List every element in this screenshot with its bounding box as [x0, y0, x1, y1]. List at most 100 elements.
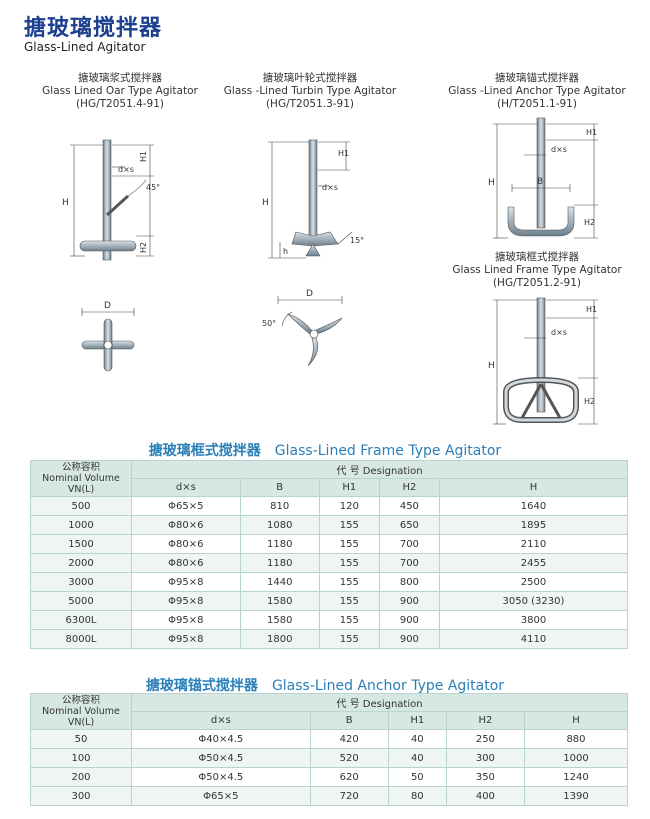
column-header: H2	[378, 478, 440, 497]
oar-top-view	[81, 308, 135, 372]
table-cell: 700	[378, 553, 440, 573]
frame-caption: 搪玻璃框式搅拌器 Glass Lined Frame Type Agitator…	[452, 251, 622, 289]
column-header: H2	[445, 711, 525, 730]
turbine-dxs-label: d×s	[322, 183, 338, 192]
table-cell: 2110	[438, 534, 629, 554]
table-cell: 2455	[438, 553, 629, 573]
designation-header: 代 号 Designation	[131, 693, 628, 712]
volume-cell: 1000	[30, 515, 132, 535]
table-cell: 155	[318, 572, 380, 592]
volume-cell: 200	[30, 767, 132, 787]
oar-dxs-label: d×s	[118, 165, 134, 174]
table-cell: 4110	[438, 629, 629, 649]
column-header: d×s	[131, 711, 311, 730]
table-cell: 450	[378, 496, 440, 516]
table-cell: 400	[445, 786, 525, 806]
table-cell: 80	[387, 786, 447, 806]
table-cell: 1800	[239, 629, 320, 649]
agitator-drawings: H H1 H2 d×s 45° D	[62, 117, 598, 425]
table-cell: 1580	[239, 610, 320, 630]
table-cell: 155	[318, 610, 380, 630]
volume-cell: 6300L	[30, 610, 132, 630]
table-cell: 1440	[239, 572, 320, 592]
table-cell: 155	[318, 591, 380, 611]
column-header: H1	[318, 478, 380, 497]
column-header: H1	[387, 711, 447, 730]
table-cell: Φ50×4.5	[131, 767, 311, 787]
table-cell: 810	[239, 496, 320, 516]
volume-cell: 500	[30, 496, 132, 516]
turbine-top-view	[277, 296, 343, 367]
volume-cell: 5000	[30, 591, 132, 611]
volume-header: 公称容积 Nominal Volume VN(L)	[30, 693, 132, 730]
anchor-agitator-drawing	[493, 117, 598, 239]
designation-header: 代 号 Designation	[131, 460, 628, 479]
table-cell: Φ95×8	[131, 591, 241, 611]
volume-cell: 100	[30, 748, 132, 768]
table-cell: 1895	[438, 515, 629, 535]
volume-cell: 1500	[30, 534, 132, 554]
table-cell: 650	[378, 515, 440, 535]
table-cell: 155	[318, 534, 380, 554]
frame-agitator-drawing	[493, 297, 598, 425]
frame-dxs-label: d×s	[551, 328, 567, 337]
table-cell: 900	[378, 591, 440, 611]
table-cell: 1180	[239, 553, 320, 573]
frame-h2-label: H2	[584, 397, 595, 406]
anchor-spec-table: 公称容积 Nominal Volume VN(L) 代 号 Designatio…	[30, 693, 629, 806]
table-cell: 40	[387, 729, 447, 749]
table-cell: 520	[309, 748, 389, 768]
table-cell: 1000	[523, 748, 629, 768]
table-cell: Φ80×6	[131, 515, 241, 535]
anchor-b-label: B	[537, 177, 543, 187]
table-cell: 155	[318, 629, 380, 649]
table-cell: 720	[309, 786, 389, 806]
table-cell: 3050 (3230)	[438, 591, 629, 611]
turbine-d-label: D	[306, 289, 313, 299]
oar-agitator-drawing	[70, 139, 154, 261]
table-cell: Φ95×8	[131, 629, 241, 649]
anchor-caption: 搪玻璃锚式搅拌器 Glass -Lined Anchor Type Agitat…	[448, 72, 626, 110]
turbine-angle15-label: 15°	[350, 236, 364, 245]
volume-cell: 3000	[30, 572, 132, 592]
table-cell: Φ95×8	[131, 572, 241, 592]
turbine-h1-label: H1	[338, 149, 349, 158]
table-cell: 250	[445, 729, 525, 749]
table-cell: 1240	[523, 767, 629, 787]
turbine-agitator-drawing	[268, 139, 353, 259]
table-cell: Φ50×4.5	[131, 748, 311, 768]
table-cell: Φ95×8	[131, 610, 241, 630]
table-cell: 900	[378, 610, 440, 630]
anchor-dxs-label: d×s	[551, 145, 567, 154]
volume-cell: 8000L	[30, 629, 132, 649]
table-cell: 1080	[239, 515, 320, 535]
anchor-h1-label: H1	[586, 128, 597, 137]
column-header: H	[438, 478, 629, 497]
table-cell: 1180	[239, 534, 320, 554]
table-cell: 880	[523, 729, 629, 749]
turbine-h-small-label: h	[283, 247, 288, 256]
table-cell: 40	[387, 748, 447, 768]
table-cell: 2500	[438, 572, 629, 592]
page-title: 搪玻璃搅拌器	[24, 16, 163, 41]
table-cell: Φ80×6	[131, 534, 241, 554]
oar-h1-label: H1	[139, 151, 148, 162]
oar-angle-label: 45°	[146, 183, 160, 192]
table-cell: 1640	[438, 496, 629, 516]
table-cell: 900	[378, 629, 440, 649]
oar-h-label: H	[62, 198, 69, 208]
page-subtitle: Glass-Lined Agitator	[24, 40, 146, 54]
table-cell: 155	[318, 515, 380, 535]
